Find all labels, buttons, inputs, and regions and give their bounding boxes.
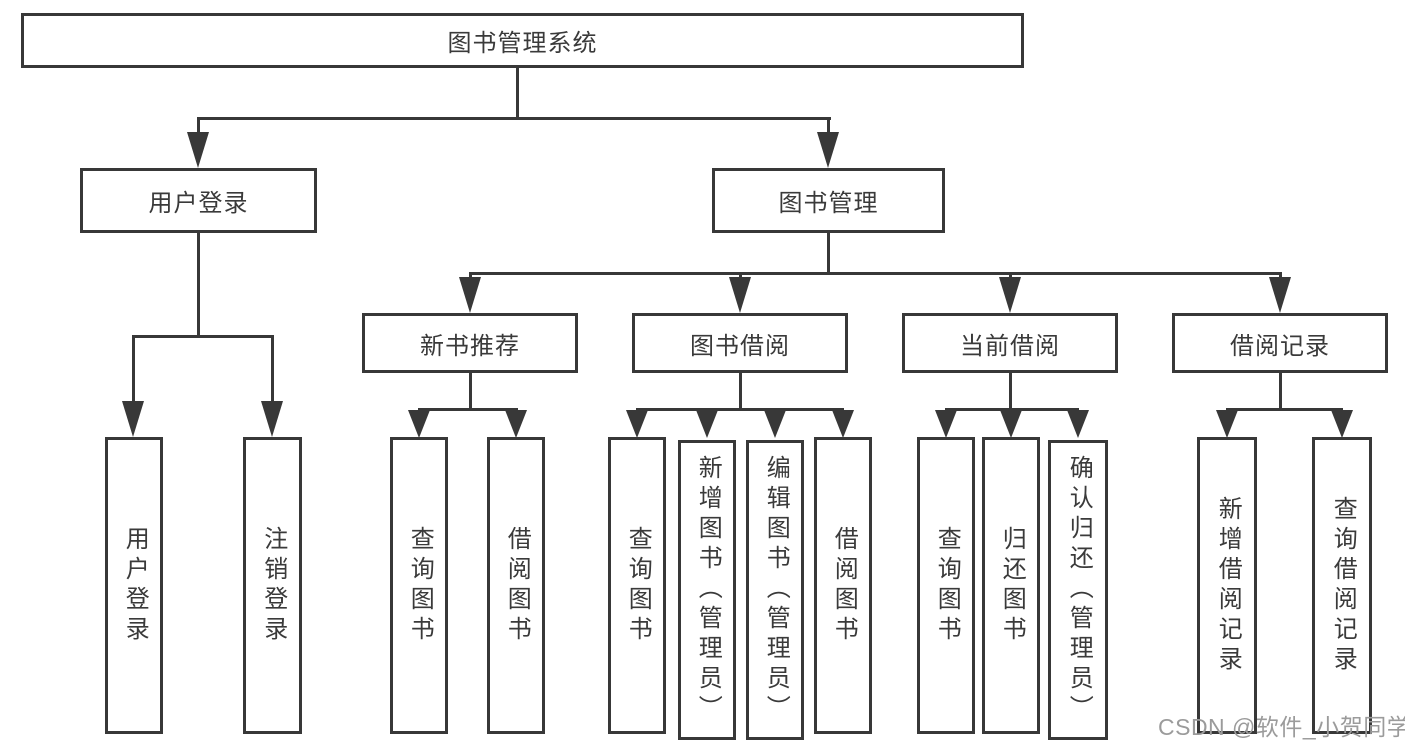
leaf-query-borrow-record: 查询借阅记录 xyxy=(1312,437,1372,734)
connector-root-stem xyxy=(516,68,519,118)
leaf-query-books-3: 查询图书 xyxy=(917,437,975,734)
leaf-user-login: 用户登录 xyxy=(105,437,163,734)
node-library-management-system: 图书管理系统 xyxy=(21,13,1024,68)
leaf-add-borrow-record: 新增借阅记录 xyxy=(1197,437,1257,734)
connector-book-borrow-stem xyxy=(739,373,742,410)
leaf-query-books-2: 查询图书 xyxy=(608,437,666,734)
connector-book-mgmt-stem xyxy=(827,233,830,274)
connector-new-books-crossbar xyxy=(418,408,518,411)
connector-stub-user-login xyxy=(197,117,200,137)
leaf-logout: 注销登录 xyxy=(243,437,302,734)
arrow-down-icon xyxy=(626,410,648,438)
connector-user-login-crossbar xyxy=(132,335,274,338)
arrow-down-icon xyxy=(1216,410,1238,438)
arrow-down-icon xyxy=(817,132,839,168)
arrow-down-icon xyxy=(1269,277,1291,313)
node-borrowing-records: 借阅记录 xyxy=(1172,313,1388,373)
arrow-down-icon xyxy=(1000,410,1022,438)
connector-new-books-stem xyxy=(469,373,472,410)
connector-borrow-records-stem xyxy=(1279,373,1282,410)
arrow-down-icon xyxy=(1331,410,1353,438)
arrow-down-icon xyxy=(187,132,209,168)
csdn-watermark: CSDN @软件_小贺同学 xyxy=(1158,714,1405,740)
arrow-down-icon xyxy=(122,401,144,437)
arrow-down-icon xyxy=(764,410,786,438)
connector-stub-logout xyxy=(271,335,274,405)
connector-borrow-records-crossbar xyxy=(1226,408,1343,411)
arrow-down-icon xyxy=(832,410,854,438)
arrow-down-icon xyxy=(1067,410,1089,438)
connector-book-mgmt-crossbar xyxy=(469,272,1282,275)
leaf-edit-books-admin: 编辑图书（管理员） xyxy=(746,440,804,740)
node-current-borrowing: 当前借阅 xyxy=(902,313,1118,373)
leaf-confirm-return-admin: 确认归还（管理员） xyxy=(1048,440,1108,740)
node-book-borrowing: 图书借阅 xyxy=(632,313,848,373)
arrow-down-icon xyxy=(999,277,1021,313)
arrow-down-icon xyxy=(261,401,283,437)
connector-stub-book-mgmt xyxy=(827,117,830,137)
leaf-query-books-1: 查询图书 xyxy=(390,437,448,734)
connector-stub-login xyxy=(132,335,135,405)
leaf-borrow-books-1: 借阅图书 xyxy=(487,437,545,734)
connector-user-login-stem xyxy=(197,233,200,336)
arrow-down-icon xyxy=(505,410,527,438)
leaf-return-books: 归还图书 xyxy=(982,437,1040,734)
connector-current-borrow-crossbar xyxy=(945,408,1079,411)
node-user-login: 用户登录 xyxy=(80,168,317,233)
connector-current-borrow-stem xyxy=(1009,373,1012,410)
connector-book-borrow-crossbar xyxy=(636,408,844,411)
arrow-down-icon xyxy=(408,410,430,438)
arrow-down-icon xyxy=(935,410,957,438)
connector-root-crossbar xyxy=(197,117,831,120)
arrow-down-icon xyxy=(459,277,481,313)
arrow-down-icon xyxy=(696,410,718,438)
node-book-management: 图书管理 xyxy=(712,168,945,233)
leaf-borrow-books-2: 借阅图书 xyxy=(814,437,872,734)
node-new-book-recommend: 新书推荐 xyxy=(362,313,578,373)
leaf-add-books-admin: 新增图书（管理员） xyxy=(678,440,736,740)
arrow-down-icon xyxy=(729,277,751,313)
